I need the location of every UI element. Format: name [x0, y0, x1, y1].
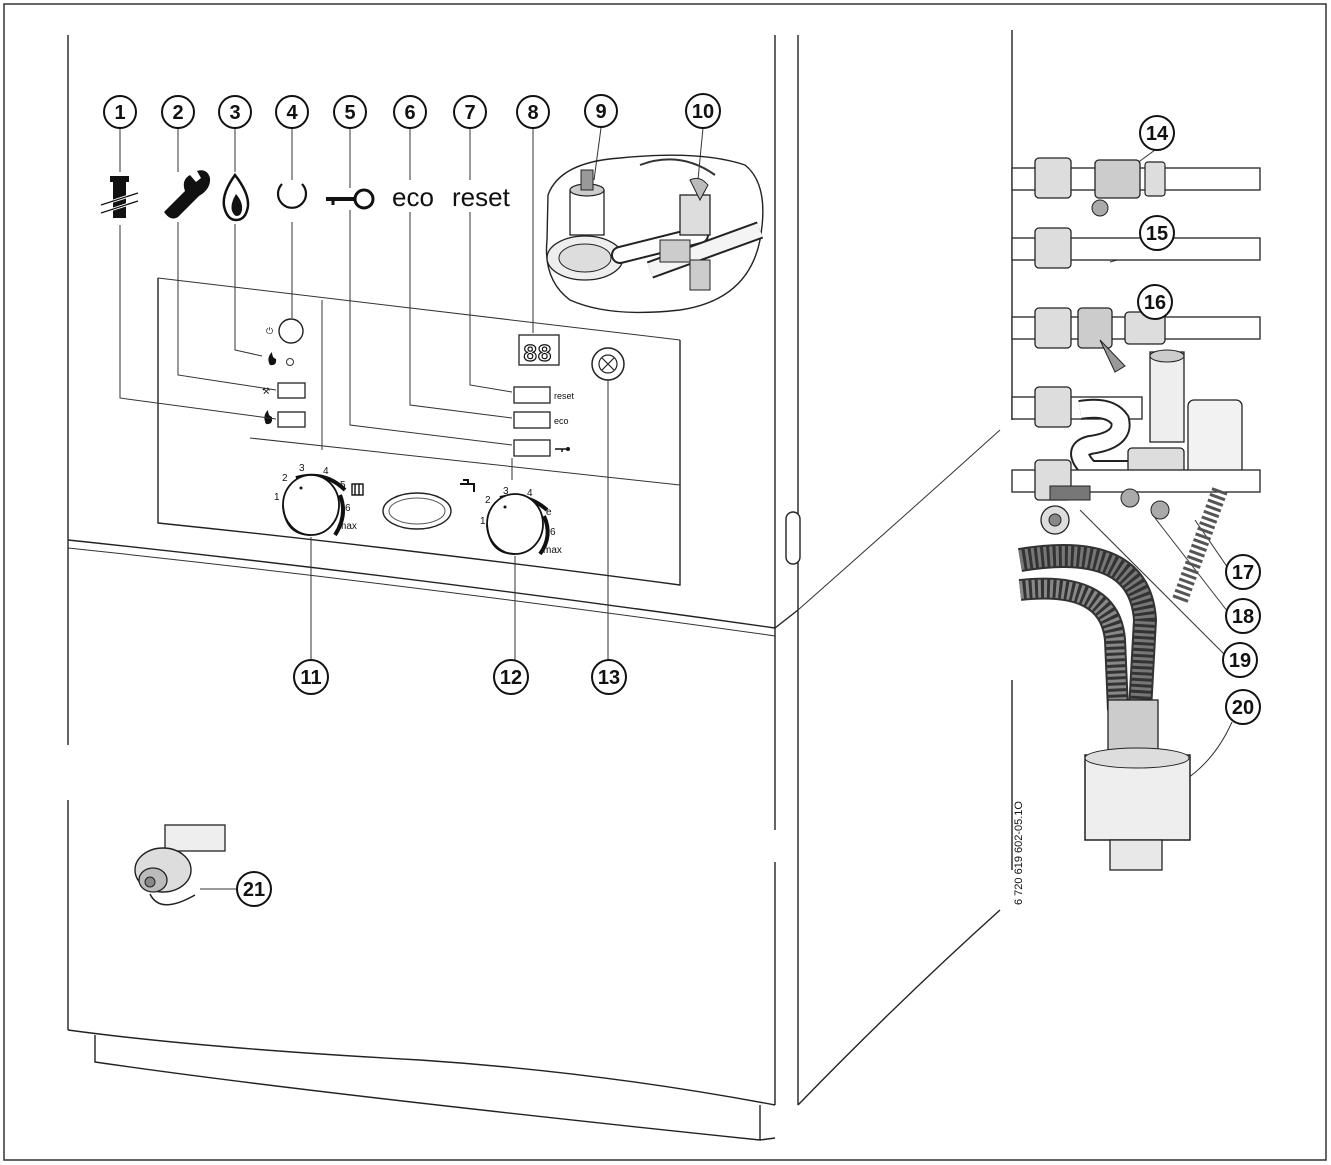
center-oval — [382, 492, 452, 530]
leader-lines — [119, 127, 1233, 890]
callout-4: 4 — [275, 95, 309, 129]
callout-1: 1 — [103, 95, 137, 129]
callout-18: 18 — [1225, 598, 1261, 634]
power-mini-icon: ⏻ — [266, 326, 273, 336]
pipe-assembly — [1011, 30, 1261, 871]
drain-tap — [134, 824, 226, 906]
svg-text:2: 2 — [172, 102, 183, 124]
wrench-icon — [164, 170, 211, 219]
service-button[interactable] — [277, 382, 306, 399]
svg-text:1: 1 — [114, 102, 125, 124]
key-mini-icon — [555, 448, 566, 452]
side-handle — [785, 511, 801, 565]
svg-text:12: 12 — [500, 667, 522, 689]
dial-left-num-3: 3 — [299, 463, 305, 474]
chimney-sweep-button[interactable] — [277, 411, 306, 428]
svg-text:13: 13 — [598, 667, 620, 689]
svg-text:5: 5 — [344, 102, 355, 124]
callout-20: 20 — [1225, 689, 1261, 725]
svg-text:10: 10 — [692, 101, 714, 123]
pump-inset — [545, 154, 764, 314]
svg-text:3: 3 — [229, 102, 240, 124]
callout-6: 6 — [393, 95, 427, 129]
radiator-mini-icon — [351, 483, 364, 496]
figure-code: 6 720 619 602-05.1O — [1013, 801, 1025, 905]
svg-text:14: 14 — [1146, 123, 1169, 145]
callout-17: 17 — [1225, 554, 1261, 590]
dial-right-num-2: 2 — [485, 495, 491, 506]
display-digits: 88 — [523, 342, 552, 369]
svg-text:17: 17 — [1232, 562, 1254, 584]
svg-text:11: 11 — [300, 667, 321, 689]
dial-right-num-e: e — [546, 507, 552, 518]
flame-mini-icon — [268, 352, 277, 366]
callout-10: 10 — [685, 93, 721, 129]
svg-text:4: 4 — [286, 102, 298, 124]
callout-8: 8 — [516, 95, 550, 129]
dial-right-num-1: 1 — [480, 516, 486, 527]
dial-right-num-6: 6 — [550, 527, 556, 538]
svg-text:21: 21 — [243, 879, 265, 901]
svg-text:18: 18 — [1232, 606, 1254, 628]
top-symbols: eco reset — [100, 170, 511, 222]
key-icon — [326, 188, 375, 210]
dial-left-max: max — [338, 521, 357, 532]
svg-text:16: 16 — [1144, 292, 1166, 314]
power-button[interactable] — [278, 318, 304, 344]
callout-9: 9 — [584, 94, 618, 128]
reset-symbol-label: reset — [452, 182, 511, 212]
callouts: 1 2 3 4 5 6 7 8 9 10 11 12 13 14 15 16 1… — [103, 93, 1261, 907]
svg-text:7: 7 — [464, 102, 475, 124]
callout-12: 12 — [493, 659, 529, 695]
callout-21: 21 — [236, 871, 272, 907]
digital-display — [518, 334, 560, 366]
svg-text:6: 6 — [404, 102, 415, 124]
svg-text:20: 20 — [1232, 697, 1254, 719]
burner-led — [286, 358, 294, 366]
callout-13: 13 — [591, 659, 627, 695]
wrench-mini-icon: ⚒ — [262, 386, 270, 396]
power-icon — [276, 183, 308, 209]
eco-button[interactable] — [513, 411, 551, 429]
reset-button-label: reset — [554, 391, 575, 401]
tap-mini-icon — [460, 479, 475, 492]
dial-left-num-5: 5 — [340, 480, 346, 491]
callout-5: 5 — [333, 95, 367, 129]
callout-7: 7 — [453, 95, 487, 129]
flame-icon — [222, 172, 250, 222]
dial-right-num-4: 4 — [527, 488, 533, 499]
svg-text:9: 9 — [595, 101, 606, 123]
callout-14: 14 — [1139, 115, 1175, 151]
control-panel: ⏻ ⚒ 88 reset eco — [157, 277, 681, 586]
callout-15: 15 — [1139, 215, 1175, 251]
eco-button-label: eco — [554, 416, 569, 426]
dial-right-num-3: 3 — [503, 486, 509, 497]
callout-11: 11 — [293, 659, 329, 695]
chimney-sweep-icon — [100, 176, 139, 218]
chimney-mini-icon — [264, 410, 273, 425]
callout-2: 2 — [161, 95, 195, 129]
dial-left-num-1: 1 — [274, 492, 280, 503]
dial-left-num-4: 4 — [323, 466, 329, 477]
svg-text:8: 8 — [527, 102, 538, 124]
boiler-body — [67, 35, 1001, 1141]
callout-16: 16 — [1137, 284, 1173, 320]
heating-temperature-dial[interactable] — [282, 473, 347, 537]
dial-left-num-2: 2 — [282, 473, 288, 484]
svg-text:15: 15 — [1146, 223, 1168, 245]
figure-frame — [3, 3, 1327, 1161]
svg-text:19: 19 — [1229, 650, 1251, 672]
reset-button[interactable] — [513, 386, 551, 404]
dial-right-max: max — [543, 545, 562, 556]
eco-symbol-label: eco — [392, 182, 434, 212]
hot-water-temperature-dial[interactable] — [486, 493, 550, 556]
callout-19: 19 — [1222, 642, 1258, 678]
key-lock-button[interactable] — [513, 439, 551, 457]
dial-left-num-6: 6 — [345, 503, 351, 514]
callout-3: 3 — [218, 95, 252, 129]
